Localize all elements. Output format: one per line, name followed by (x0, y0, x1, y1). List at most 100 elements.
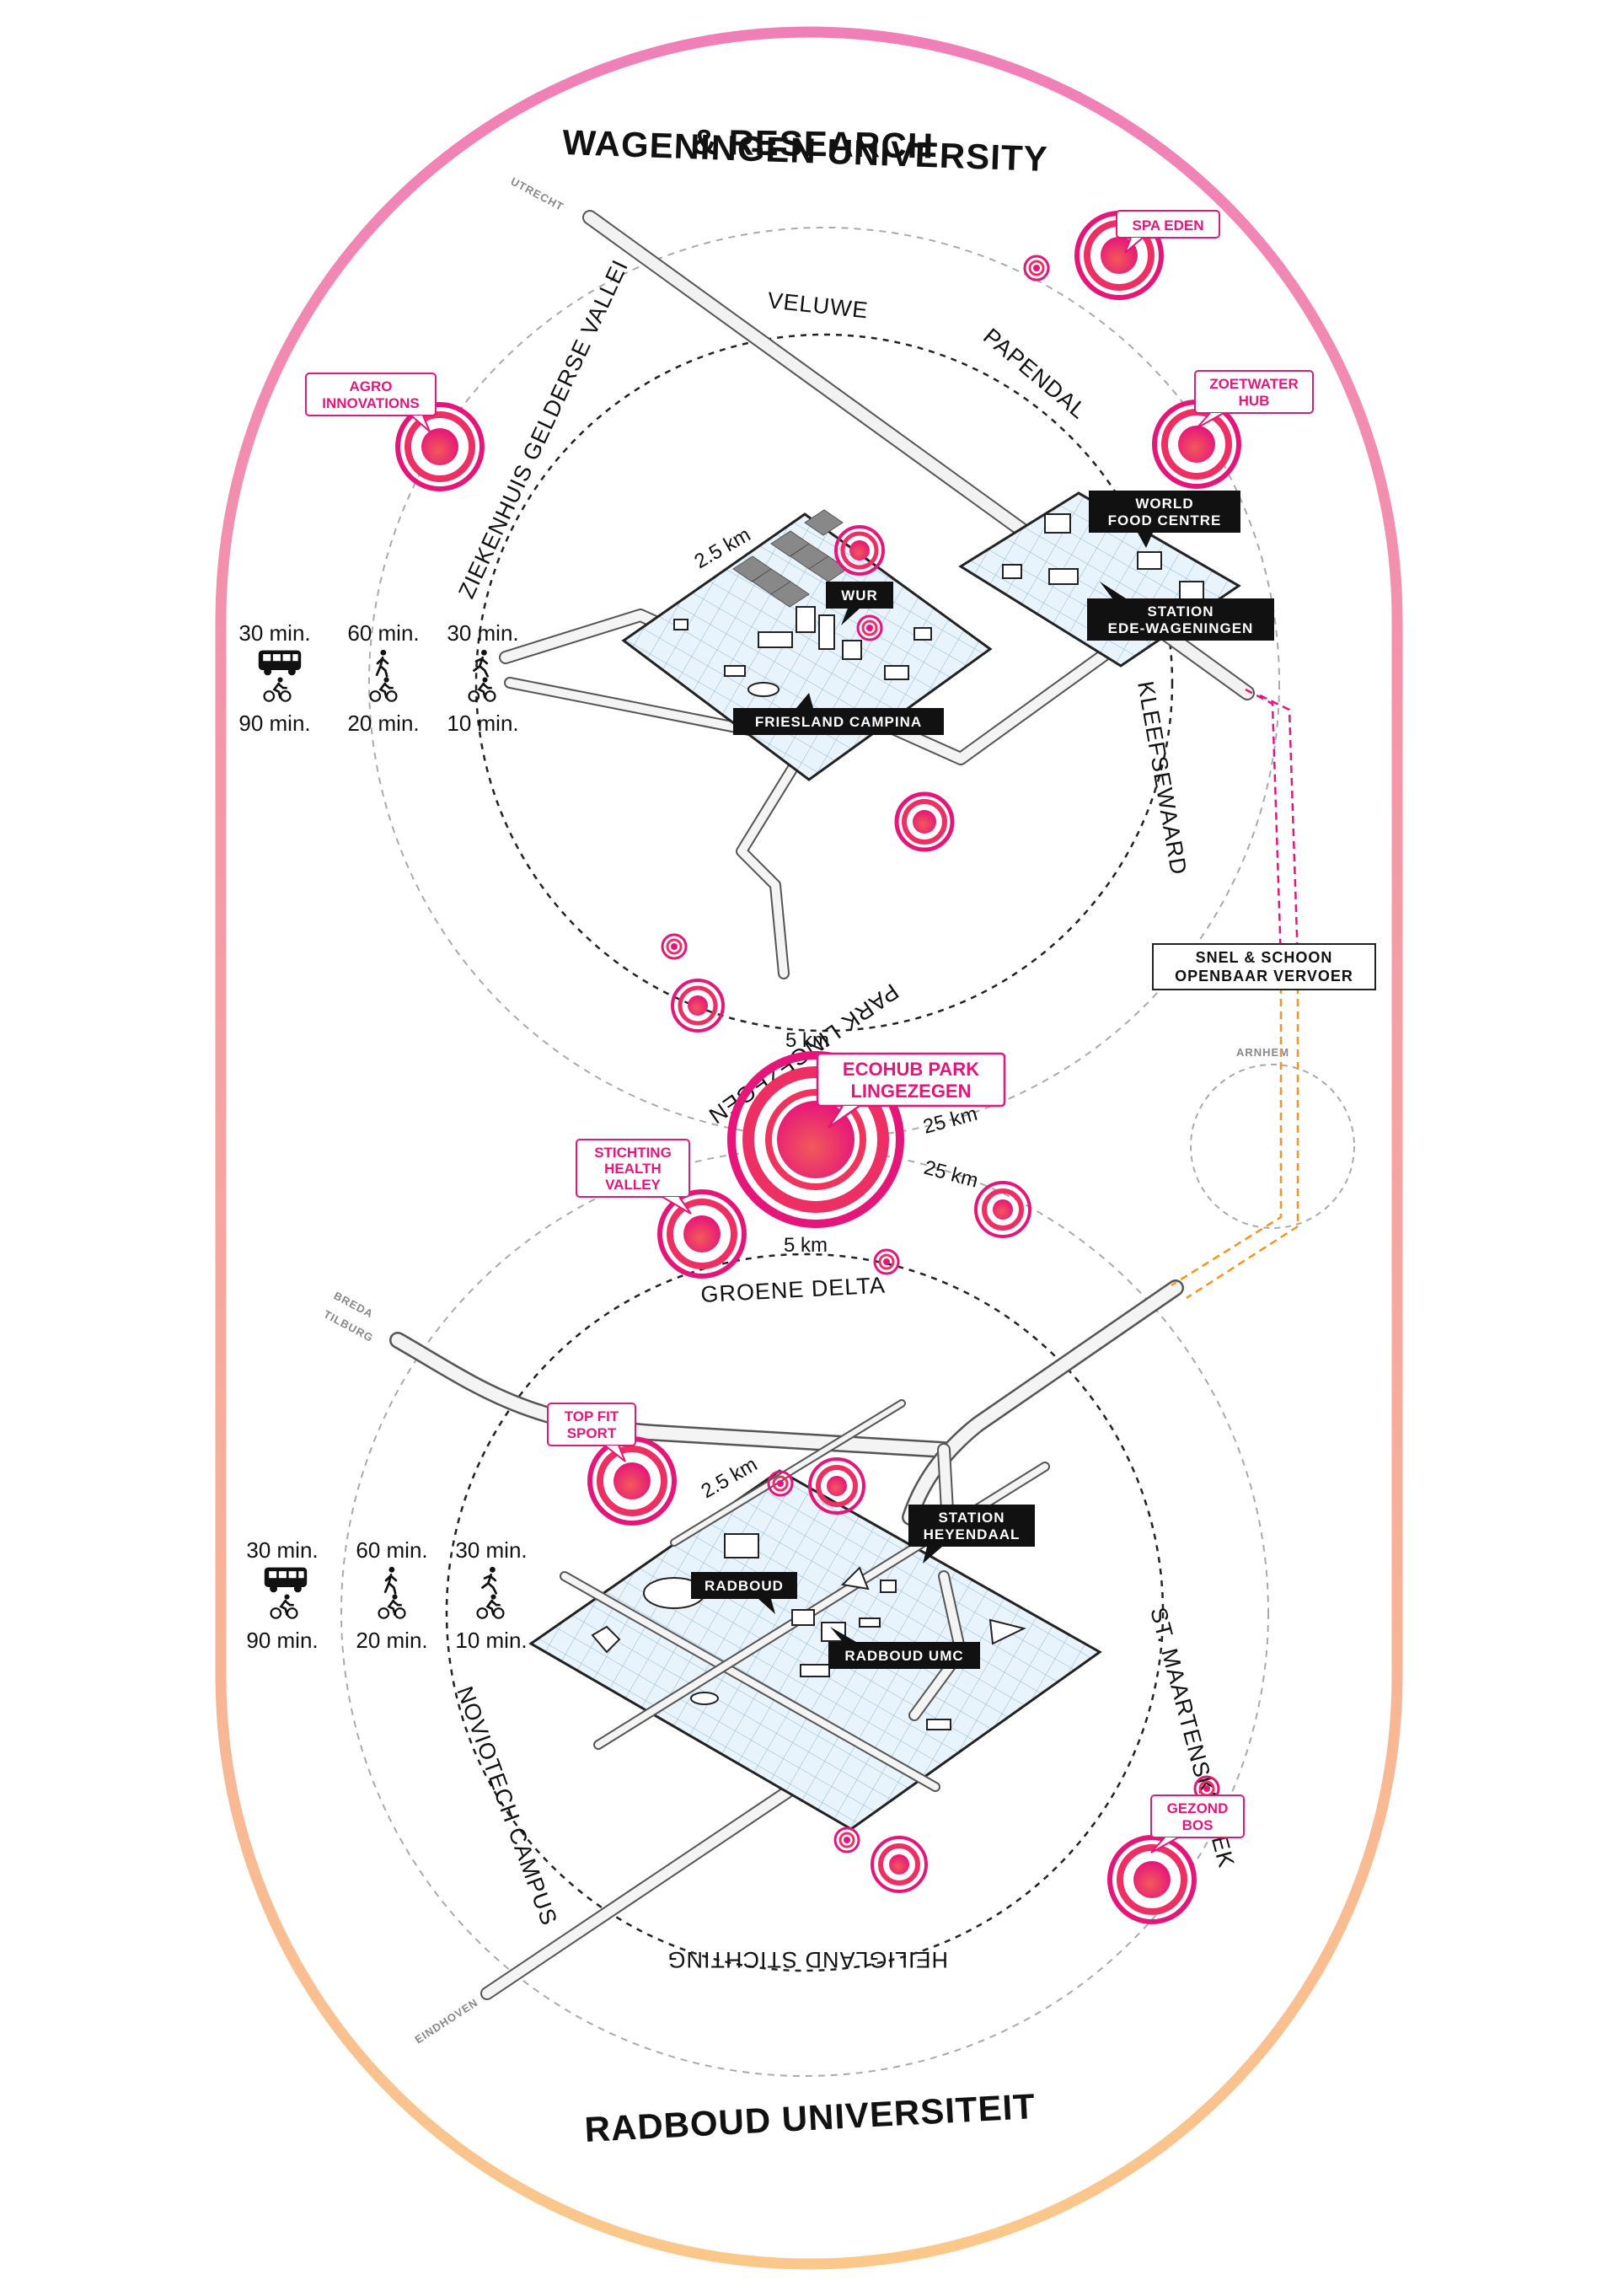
top-outer-ring (368, 227, 1280, 1139)
bus-icon (258, 650, 302, 676)
top-title-line2: & RESEARCH (691, 121, 934, 165)
ring-label-veluwe: VELUWE (766, 287, 870, 323)
target-marker-radboud-small (767, 1470, 794, 1497)
distance-hub-right1: 25 km (921, 1102, 980, 1139)
target-marker-agro (395, 402, 485, 491)
bike-icon (476, 1594, 505, 1619)
label-world-food-line2: FOOD CENTRE (1108, 512, 1222, 528)
ring-label-heiligland: HEILIGLAND STICHTING (667, 1947, 948, 1972)
distance-hub-top: 5 km (785, 1029, 829, 1052)
svg-text:HEILIGLAND STICHTING: HEILIGLAND STICHTING (667, 1947, 948, 1972)
city-eindhoven: EINDHOVEN (412, 1996, 480, 2047)
ring-label-kleefsewaard: KLEEFSEWAARD (1133, 679, 1192, 877)
label-radboud-umc: RADBOUD UMC (828, 1627, 980, 1669)
bottom-title: RADBOUD UNIVERSITEIT (584, 2086, 1037, 2149)
callout-agro-line1: AGRO (350, 378, 393, 394)
ring-label-papendal: PAPENDAL (978, 324, 1091, 424)
label-transport-line1: SNEL & SCHOON (1196, 949, 1333, 966)
callout-ecohub-line2: LINGEZEGEN (850, 1081, 971, 1102)
callout-topfit-line2: SPORT (567, 1425, 617, 1441)
label-radboud-umc-text: RADBOUD UMC (844, 1648, 963, 1664)
callout-zoetwater: ZOETWATER HUB (1194, 370, 1314, 429)
target-marker-heiligland-small (833, 1827, 860, 1853)
callout-topfit-line1: TOP FIT (565, 1408, 619, 1424)
callout-gezond: GEZOND BOS (1150, 1794, 1245, 1853)
arnhem-ring (1190, 1064, 1355, 1229)
travel-top-bus-time: 30 min. (238, 620, 310, 646)
travel-bottom-bus-bike-time: 90 min. (246, 1628, 318, 1653)
target-marker-mid-top (894, 791, 955, 852)
run-icon (481, 1566, 498, 1595)
label-station-ede: STATION EDE-WAGENINGEN (1087, 582, 1274, 641)
label-station-heyendaal: STATION HEYENDAAL (908, 1505, 1035, 1564)
bike-icon (468, 677, 496, 702)
target-marker-lingezegen-ring (671, 979, 725, 1033)
target-marker-groene-small (873, 1248, 900, 1275)
travel-bottom-walk-bike-time: 20 min. (356, 1628, 427, 1653)
target-marker-heiligland (871, 1836, 928, 1893)
target-marker-topfit (587, 1436, 677, 1526)
travel-bottom-bus-time: 30 min. (246, 1537, 318, 1563)
transport-route (1171, 688, 1299, 1300)
travel-top-bus-bike-time: 90 min. (238, 711, 310, 736)
target-marker-stichting (657, 1189, 747, 1279)
label-friesland-campina: FRIESLAND CAMPINA (733, 693, 944, 735)
label-radboud: RADBOUD (691, 1572, 797, 1614)
target-marker-zoetwater (1152, 400, 1241, 489)
target-marker-gezond (1107, 1835, 1197, 1924)
distance-hub-right2: 25 km (921, 1156, 980, 1193)
label-world-food-line1: WORLD (1135, 496, 1193, 512)
travel-top-run-time: 30 min. (447, 620, 518, 646)
callout-spa-eden: SPA EDEN (1116, 210, 1220, 254)
label-transport: SNEL & SCHOON OPENBAAR VERVOER (1152, 943, 1376, 990)
bike-icon (369, 677, 398, 702)
callout-spa-eden-text: SPA EDEN (1132, 217, 1203, 233)
target-marker-wur (834, 525, 885, 576)
distance-hub-bottom: 5 km (784, 1234, 828, 1257)
callout-stichting-line3: VALLEY (605, 1177, 661, 1193)
station-ede-buildings (1002, 513, 1204, 601)
travel-top-walk-time: 60 min. (347, 620, 419, 646)
label-friesland-text: FRIESLAND CAMPINA (755, 714, 922, 730)
target-marker-wur-small (856, 614, 883, 641)
callout-zoetwater-line1: ZOETWATER (1209, 376, 1298, 392)
label-station-ede-line1: STATION (1147, 604, 1214, 620)
callout-gezond-line2: BOS (1182, 1817, 1214, 1833)
bus-icon (264, 1567, 308, 1593)
travel-top-run-bike-time: 10 min. (447, 711, 518, 736)
travel-times-top: 30 min. 90 min. 60 min. 20 min. 30 min. … (238, 620, 518, 736)
label-radboud-text: RADBOUD (705, 1578, 784, 1594)
travel-bottom-run-bike-time: 10 min. (455, 1628, 527, 1653)
label-world-food-centre: WORLD FOOD CENTRE (1089, 491, 1240, 548)
bike-icon (378, 1594, 406, 1619)
label-station-ede-line2: EDE-WAGENINGEN (1108, 620, 1254, 636)
top-inner-ring (474, 333, 1174, 1033)
city-arnhem: ARNHEM (1236, 1046, 1289, 1059)
callout-stichting-line1: STICHTING (594, 1145, 672, 1161)
travel-times-bottom: 30 min. 90 min. 60 min. 20 min. 30 min. … (246, 1537, 527, 1653)
travel-bottom-run-time: 30 min. (455, 1537, 527, 1563)
target-marker-small-left (661, 933, 688, 960)
callout-agro: AGRO INNOVATIONS (305, 373, 437, 432)
callout-ecohub: ECOHUB PARK LINGEZEGEN (816, 1052, 1006, 1129)
walk-icon (383, 1566, 398, 1595)
label-station-hey-line1: STATION (938, 1510, 1005, 1526)
label-station-hey-line2: HEYENDAAL (924, 1526, 1021, 1542)
wur-buildings (673, 593, 932, 697)
callout-zoetwater-line2: HUB (1239, 393, 1270, 409)
travel-top-walk-bike-time: 20 min. (347, 711, 419, 736)
callout-stichting-line2: HEALTH (604, 1161, 662, 1177)
city-utrecht: UTRECHT (509, 174, 566, 213)
callout-stichting: STICHTING HEALTH VALLEY (576, 1139, 692, 1215)
label-transport-line2: OPENBAAR VERVOER (1175, 968, 1353, 984)
ring-label-groene-delta: GROENE DELTA (700, 1273, 887, 1307)
radboud-buildings (591, 1533, 1026, 1730)
travel-bottom-walk-time: 60 min. (356, 1537, 427, 1563)
ring-label-noviotech: NOVIOTECH CAMPUS (452, 1683, 562, 1929)
target-marker-radboud-ring (808, 1457, 865, 1515)
target-marker-right-hub (974, 1181, 1031, 1238)
callout-gezond-line1: GEZOND (1167, 1800, 1229, 1816)
label-wur: WUR (826, 582, 893, 625)
target-marker-small-spa (1023, 255, 1050, 282)
bike-icon (270, 1594, 298, 1619)
